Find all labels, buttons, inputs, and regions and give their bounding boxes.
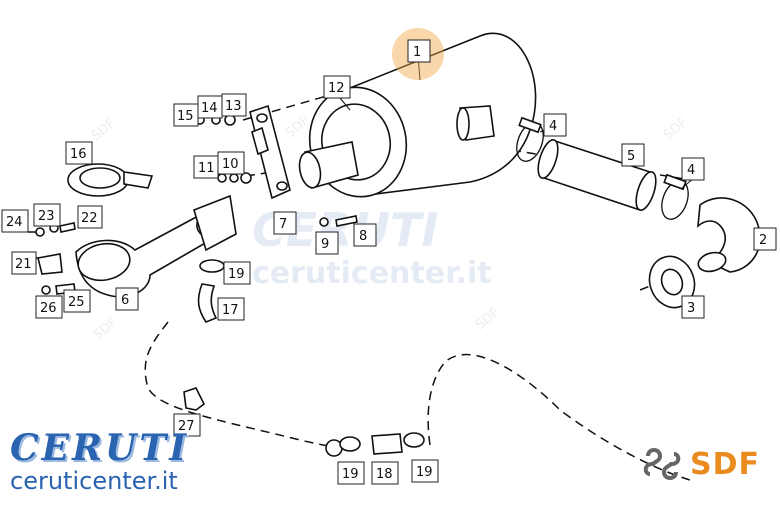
callout-4b[interactable]: 4 [681, 157, 705, 181]
ceruti-logo-url: ceruticenter.it [10, 467, 178, 495]
callout-3[interactable]: 3 [681, 295, 705, 319]
callout-13[interactable]: 13 [221, 93, 247, 117]
callout-22-text: 22 [81, 211, 98, 226]
callout-9-text: 9 [321, 237, 329, 252]
callout-12[interactable]: 12 [323, 75, 351, 99]
hose-clamp-right [661, 173, 689, 220]
flange-plate [648, 255, 696, 309]
callout-18[interactable]: 18 [371, 461, 399, 485]
watermark-sdf-4: SDF [473, 305, 502, 333]
callout-8[interactable]: 8 [353, 223, 377, 247]
mounting-bracket [249, 104, 291, 200]
callout-17[interactable]: 17 [217, 297, 245, 321]
ceruti-logo-title: CERUTI [10, 427, 190, 469]
watermark: CERUTI ceruticenter.it [252, 203, 492, 291]
callout-18-text: 18 [376, 467, 393, 482]
callout-8-text: 8 [359, 229, 367, 244]
callout-19a[interactable]: 19 [223, 261, 251, 285]
air-filter-canister [298, 32, 537, 198]
callout-19c[interactable]: 19 [411, 459, 439, 483]
callout-10[interactable]: 10 [217, 151, 245, 175]
callout-9[interactable]: 9 [315, 231, 339, 255]
callout-labels: 1 2 3 4 4 5 6 7 8 9 10 11 12 13 14 15 16… [1, 39, 777, 485]
callout-17-text: 17 [222, 303, 239, 318]
callout-19c-text: 19 [416, 465, 433, 480]
rubber-elbow [697, 197, 761, 273]
watermark-sdf-3: SDF [661, 115, 690, 143]
callout-19a-text: 19 [228, 267, 245, 282]
callout-7-text: 7 [279, 217, 287, 232]
sdf-logo-icon [643, 448, 681, 480]
callout-4a[interactable]: 4 [543, 113, 567, 137]
callout-6[interactable]: 6 [115, 287, 139, 311]
lower-hose-assembly [199, 259, 425, 457]
callout-5-text: 5 [627, 149, 635, 164]
callout-2-text: 2 [759, 233, 767, 248]
inlet-elbow-6 [75, 194, 237, 298]
callout-27[interactable]: 27 [173, 413, 201, 437]
watermark-sdf-5: SDF [91, 315, 120, 343]
callout-25-text: 25 [68, 295, 85, 310]
callout-24[interactable]: 24 [1, 209, 29, 233]
callout-21[interactable]: 21 [11, 251, 37, 275]
callout-6-text: 6 [121, 293, 129, 308]
callout-19b-text: 19 [342, 467, 359, 482]
hose-clamp-upper [516, 116, 544, 162]
watermark-sdf-2: SDF [283, 113, 312, 141]
sdf-logo-text: SDF [690, 446, 761, 482]
callout-15[interactable]: 15 [173, 103, 199, 127]
ceruti-logo: CERUTI ceruticenter.it [10, 430, 240, 494]
callout-25[interactable]: 25 [63, 289, 91, 313]
intake-pipe [537, 138, 657, 212]
callout-16-text: 16 [70, 147, 87, 162]
watermark-sdf-1: SDF [89, 116, 118, 144]
callout-26[interactable]: 26 [35, 295, 63, 319]
callout-11[interactable]: 11 [193, 155, 219, 179]
callout-16[interactable]: 16 [65, 141, 93, 165]
callout-3-text: 3 [687, 301, 695, 316]
callout-4a-text: 4 [549, 119, 557, 134]
small-hose-17 [197, 283, 218, 323]
callout-23-text: 23 [38, 209, 55, 224]
callout-10-text: 10 [222, 157, 239, 172]
sdf-logo: SDF [640, 444, 760, 484]
callout-24-text: 24 [6, 215, 23, 230]
callout-15-text: 15 [177, 109, 194, 124]
callout-1[interactable]: 1 [407, 39, 431, 63]
callout-5[interactable]: 5 [621, 143, 645, 167]
callout-19b[interactable]: 19 [337, 461, 365, 485]
watermark-url: ceruticenter.it [252, 256, 492, 291]
callout-26-text: 26 [40, 301, 57, 316]
callout-4b-text: 4 [687, 163, 695, 178]
callout-23[interactable]: 23 [33, 203, 61, 227]
callout-2[interactable]: 2 [753, 227, 777, 251]
callout-11-text: 11 [198, 161, 215, 176]
callout-1-text: 1 [413, 45, 421, 60]
clip-27 [183, 387, 206, 411]
bolts-and-washers [35, 114, 358, 295]
callout-22[interactable]: 22 [77, 205, 103, 229]
callout-14-text: 14 [201, 101, 218, 116]
callout-27-text: 27 [178, 419, 195, 434]
callout-14[interactable]: 14 [197, 95, 223, 119]
callout-21-text: 21 [15, 257, 32, 272]
cap-valve-16 [67, 163, 154, 197]
callout-7[interactable]: 7 [273, 211, 297, 235]
callout-13-text: 13 [225, 99, 242, 114]
callout-12-text: 12 [328, 81, 345, 96]
